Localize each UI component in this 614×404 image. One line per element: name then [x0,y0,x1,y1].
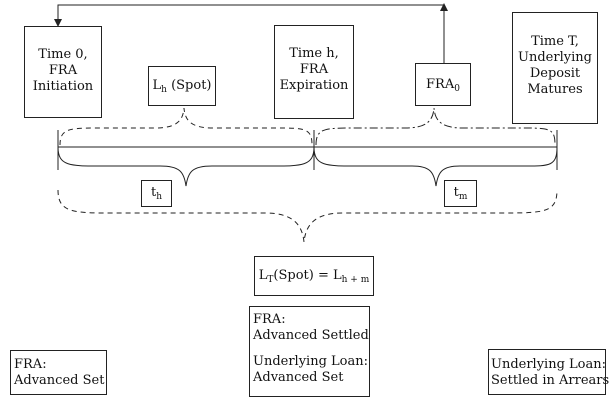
lh-main: L [152,78,162,93]
fra0-sub: 0 [454,84,460,94]
fra-settled-line-1: FRA: [253,312,286,327]
timeh-line-2: FRA [299,62,329,77]
arrears-line-1: Underlying Loan: [491,357,607,372]
fra-settled-spacer [253,344,369,354]
feedback-arrow [57,4,445,63]
lh-rest: (Spot) [166,78,212,93]
timeT-line-4: Matures [527,82,583,97]
time0-line-3: Initiation [32,79,94,94]
arrow-head-up [440,3,448,11]
fra0-main: FRA [426,77,455,92]
timeh-box: Time h, FRA Expiration [274,25,354,119]
th-box: th [141,180,172,207]
fra-set-line-1: FRA: [14,357,47,372]
timeh-line-3: Expiration [279,78,349,93]
time0-line-2: FRA [48,63,78,78]
fra-settled-box: FRA: Advanced Settled Underlying Loan: A… [249,306,370,397]
timeh-line-1: Time h, [289,46,339,61]
fra0-box: FRA0 [415,63,471,106]
fra-settled-line-4: Underlying Loan: [253,354,369,369]
lh-spot-box: Lh (Spot) [148,66,216,106]
brace-lh-spot [59,107,313,146]
tm-box: tm [444,180,477,207]
brace-fra0 [315,107,556,146]
lt-spot-box: LT(Spot) = Lh + m [254,256,374,296]
brace-lt-spot [57,189,558,243]
time0-line-1: Time 0, [38,47,88,62]
th-main: t [150,185,157,200]
fra-set-line-2: Advanced Set [14,373,105,388]
underlying-arrears-box: Underlying Loan: Settled in Arrears [488,349,610,395]
brace-th [57,146,315,187]
lt-mid: (Spot) = L [273,268,342,283]
tm-main: t [453,185,459,200]
fra-set-box: FRA: Advanced Set [10,350,107,395]
fra-settled-line-5: Advanced Set [253,370,344,385]
brace-tm [313,146,558,187]
timeT-line-1: Time T, [531,34,579,49]
fra-settled-line-2: Advanced Settled [253,328,369,343]
lh-sub: h [161,85,167,95]
timeT-box: Time T, Underlying Deposit Matures [512,12,598,124]
lt-sub: T [267,275,274,285]
lt-main: L [258,268,268,283]
time0-box: Time 0, FRA Initiation [24,26,102,118]
lt-sub2: h + m [341,275,370,285]
timeT-line-2: Underlying [518,50,592,65]
arrears-line-2: Settled in Arrears [491,373,610,388]
tm-sub: m [458,192,468,202]
timeT-line-3: Deposit [529,66,581,81]
th-sub: h [156,192,163,202]
arrow-head-down [54,19,62,27]
